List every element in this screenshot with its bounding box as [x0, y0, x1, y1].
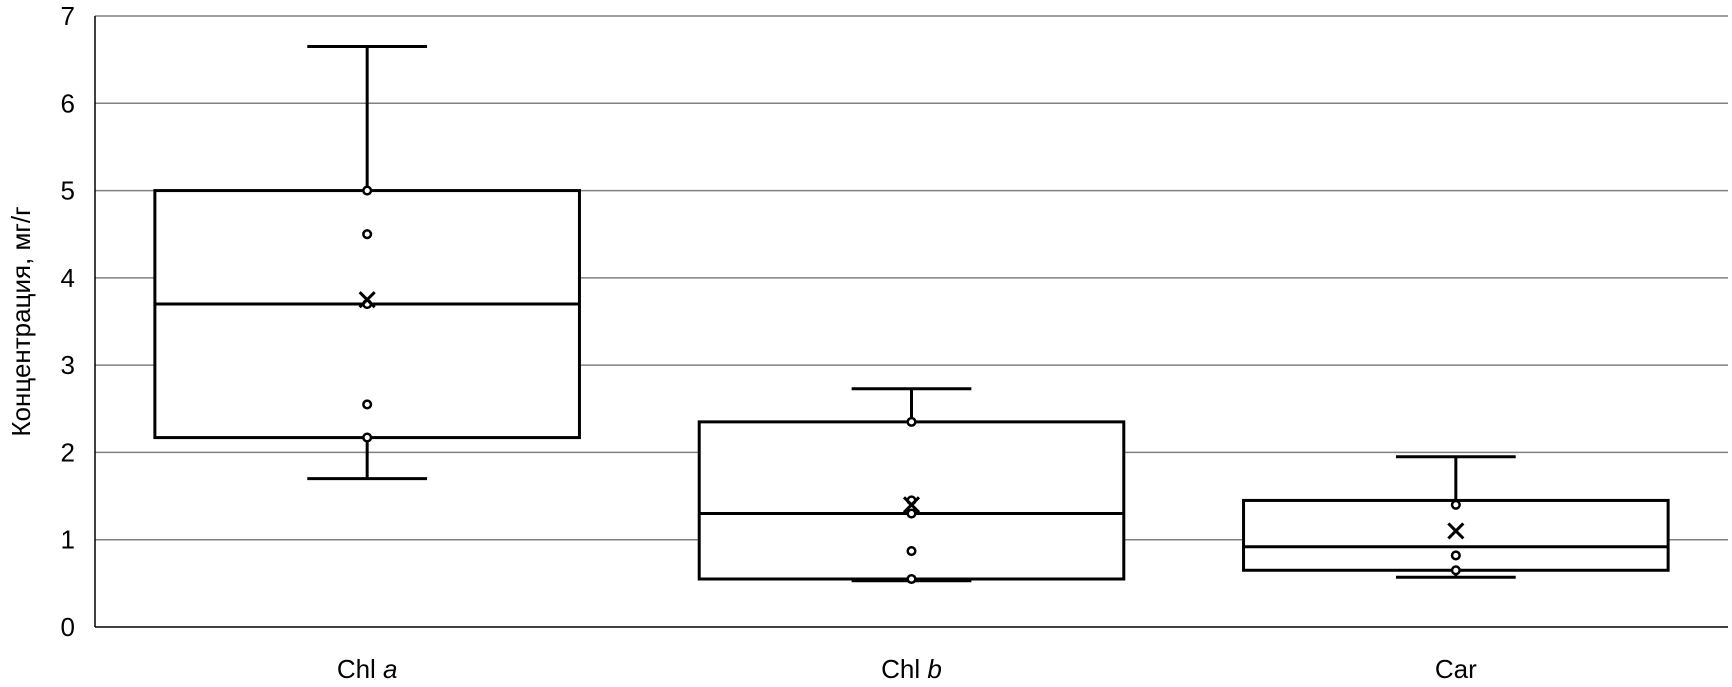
- data-point: [906, 573, 917, 585]
- data-point: [906, 546, 917, 557]
- mean-marker-stroke: [1447, 522, 1465, 540]
- category-label: Car: [1435, 654, 1477, 684]
- y-tick-label: 1: [61, 525, 75, 555]
- y-axis-title: Концентрация, мг/г: [6, 206, 36, 436]
- boxes: [153, 45, 1670, 585]
- box-2: [697, 387, 1126, 585]
- category-label-suffix: b: [920, 654, 942, 684]
- y-tick-label: 0: [61, 612, 75, 642]
- mean-marker-stroke: [902, 496, 921, 514]
- data-point: [906, 508, 917, 519]
- y-tick-label: 3: [61, 350, 75, 380]
- category-label: Chl a: [337, 654, 398, 684]
- data-point: [362, 432, 373, 443]
- data-point: [1450, 565, 1461, 576]
- category-label-suffix: a: [376, 654, 398, 684]
- data-point: [1450, 499, 1461, 510]
- category-label-name: Chl: [337, 654, 376, 684]
- y-tick-label: 6: [61, 88, 75, 118]
- mean-marker: [358, 291, 376, 309]
- mean-marker: [902, 496, 921, 514]
- data-point: [1450, 550, 1461, 561]
- axes: [94, 16, 1728, 628]
- mean-marker: [1447, 522, 1465, 540]
- box-1: [153, 45, 581, 481]
- data-point: [906, 416, 917, 427]
- y-tick-labels: 0 1 2 3 4 5 6 7: [61, 1, 75, 642]
- data-point: [362, 185, 373, 196]
- y-tick-label: 4: [61, 263, 75, 293]
- data-point: [362, 229, 373, 240]
- category-label: Chl b: [881, 654, 942, 684]
- y-tick-label: 7: [61, 1, 75, 31]
- category-label-name: Chl: [881, 654, 920, 684]
- box-3: [1242, 455, 1670, 579]
- y-tick-label: 2: [61, 437, 75, 467]
- y-tick-label: 5: [61, 176, 75, 206]
- data-point: [362, 399, 373, 410]
- category-label-name: Car: [1435, 654, 1477, 684]
- mean-marker-stroke: [358, 291, 376, 309]
